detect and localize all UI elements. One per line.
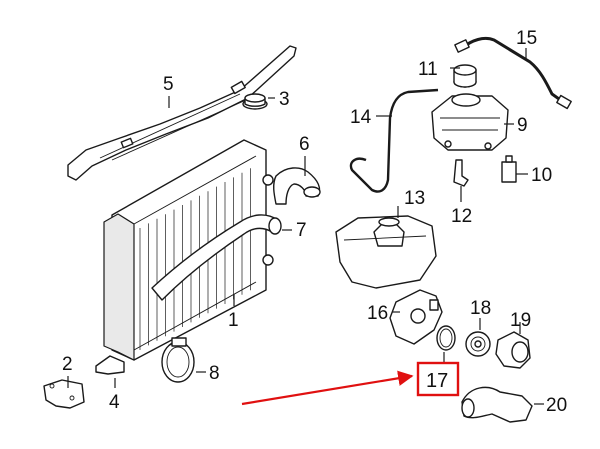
part-9-expansion-tank xyxy=(431,93,509,151)
part-19-water-outlet xyxy=(495,331,531,369)
part-7-lower-hose xyxy=(151,214,282,301)
callout-20: 20 xyxy=(546,395,567,416)
part-16-thermostat-housing xyxy=(389,289,443,345)
part-17-o-ring xyxy=(436,325,456,351)
part-1-radiator xyxy=(103,139,274,361)
callout-2: 2 xyxy=(62,354,73,375)
part-6-upper-hose xyxy=(273,167,321,205)
leader-lines xyxy=(67,48,544,405)
callout-labels: 1 2 3 4 5 6 7 8 9 10 11 12 13 14 15 16 1… xyxy=(62,28,567,416)
part-2-bracket xyxy=(43,379,85,409)
highlight-box xyxy=(416,361,460,397)
part-14-coolant-line xyxy=(349,88,439,193)
part-5-upper-bracket xyxy=(67,45,297,181)
callout-16: 16 xyxy=(367,303,388,324)
callout-7: 7 xyxy=(296,220,307,241)
callout-5: 5 xyxy=(163,74,174,95)
callout-13: 13 xyxy=(404,188,425,209)
callout-10: 10 xyxy=(531,165,552,186)
part-8-hose-clamp xyxy=(161,337,195,383)
part-4-bracket xyxy=(95,355,125,375)
part-3-rubber-mount xyxy=(242,93,268,110)
highlight-arrow xyxy=(241,370,414,406)
callout-6: 6 xyxy=(299,134,310,155)
callout-19: 19 xyxy=(510,310,531,331)
part-12-bleed-screw xyxy=(453,159,469,187)
callout-3: 3 xyxy=(279,89,290,110)
callout-4: 4 xyxy=(109,392,120,413)
callout-11: 11 xyxy=(418,59,438,80)
part-10-sensor xyxy=(501,155,517,183)
part-13-reservoir xyxy=(335,215,437,289)
part-20-outlet-pipe xyxy=(461,386,533,423)
callout-9: 9 xyxy=(517,115,528,136)
part-15-vent-hose xyxy=(454,36,572,110)
callout-1: 1 xyxy=(228,310,239,331)
callout-17: 17 xyxy=(426,370,448,392)
callout-15: 15 xyxy=(516,28,537,49)
part-18-thermostat xyxy=(465,331,491,357)
callout-12: 12 xyxy=(451,206,472,227)
callout-18: 18 xyxy=(470,298,491,319)
callout-14: 14 xyxy=(350,107,372,128)
callout-8: 8 xyxy=(209,363,220,384)
